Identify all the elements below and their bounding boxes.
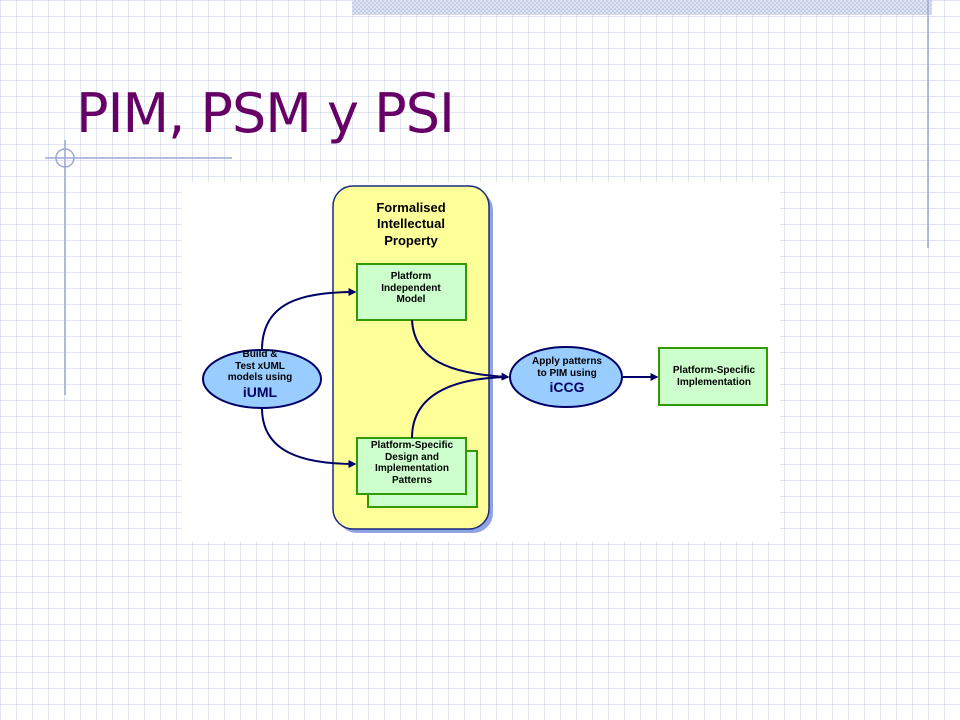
- arrow-patterns-to-iccg: [411, 376, 509, 439]
- arrow-iuml-to-pim: [261, 288, 357, 351]
- iccg-label: Apply patterns to PIM using iCCG: [512, 356, 622, 396]
- patterns-label: Platform-Specific Design and Implementat…: [370, 440, 454, 487]
- iuml-tool-name: iUML: [242, 384, 278, 401]
- top-decor-band: [352, 0, 932, 15]
- iccg-tool-name: iCCG: [549, 379, 585, 396]
- pim-label: Platform Independent Model: [381, 271, 441, 306]
- slide-title: PIM, PSM y PSI: [76, 82, 455, 145]
- iuml-label: Build & Test xUML models using iUML: [204, 349, 316, 400]
- corner-circle: [55, 148, 75, 168]
- arrow-iuml-to-patterns: [261, 407, 357, 468]
- ip-container-title: Formalised Intellectual Property: [376, 200, 446, 248]
- diagram-shapes: [202, 185, 768, 533]
- pim-box: [356, 263, 467, 321]
- arrow-pim-to-iccg: [411, 319, 510, 381]
- psi-label: Platform-Specific Implementation: [672, 365, 756, 388]
- diagram: Formalised Intellectual Property Platfor…: [182, 182, 780, 542]
- psi-box: [658, 347, 768, 406]
